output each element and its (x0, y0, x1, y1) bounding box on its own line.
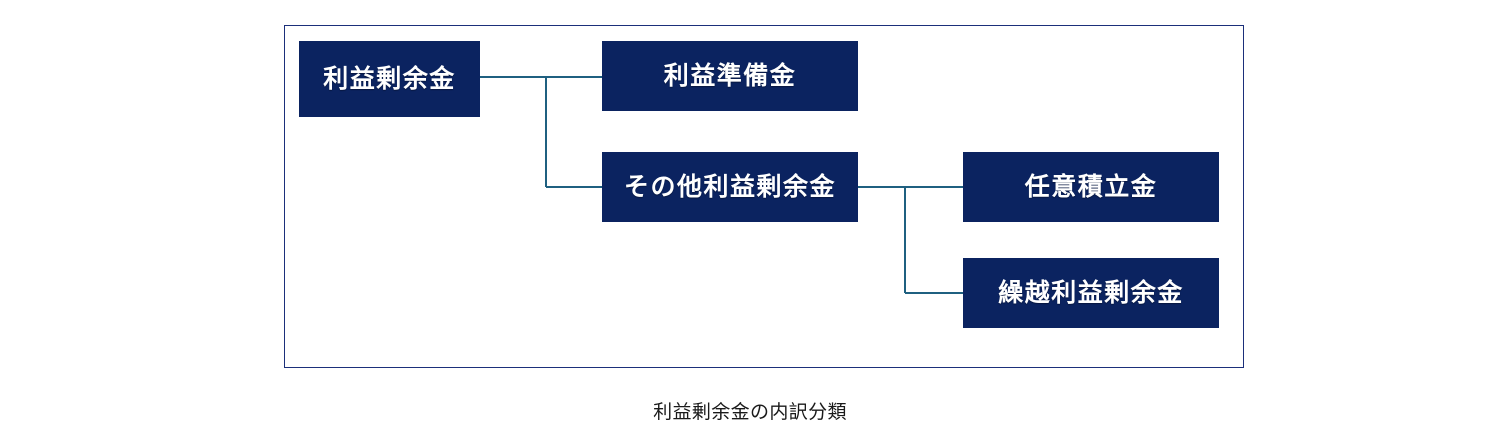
node-other-retained-earnings-label: その他利益剰余金 (623, 172, 836, 201)
figure-caption: 利益剰余金の内訳分類 (653, 402, 847, 423)
node-carried-forward-earnings: 繰越利益剰余金 (963, 258, 1219, 328)
node-voluntary-reserve-label: 任意積立金 (1024, 172, 1158, 201)
node-other-retained-earnings: その他利益剰余金 (602, 152, 858, 222)
node-retained-earnings: 利益剰余金 (299, 41, 480, 117)
node-legal-reserve-label: 利益準備金 (663, 61, 797, 90)
node-legal-reserve: 利益準備金 (602, 41, 858, 111)
node-carried-forward-earnings-label: 繰越利益剰余金 (998, 278, 1184, 307)
node-retained-earnings-label: 利益剰余金 (323, 64, 456, 93)
node-voluntary-reserve: 任意積立金 (963, 152, 1219, 222)
